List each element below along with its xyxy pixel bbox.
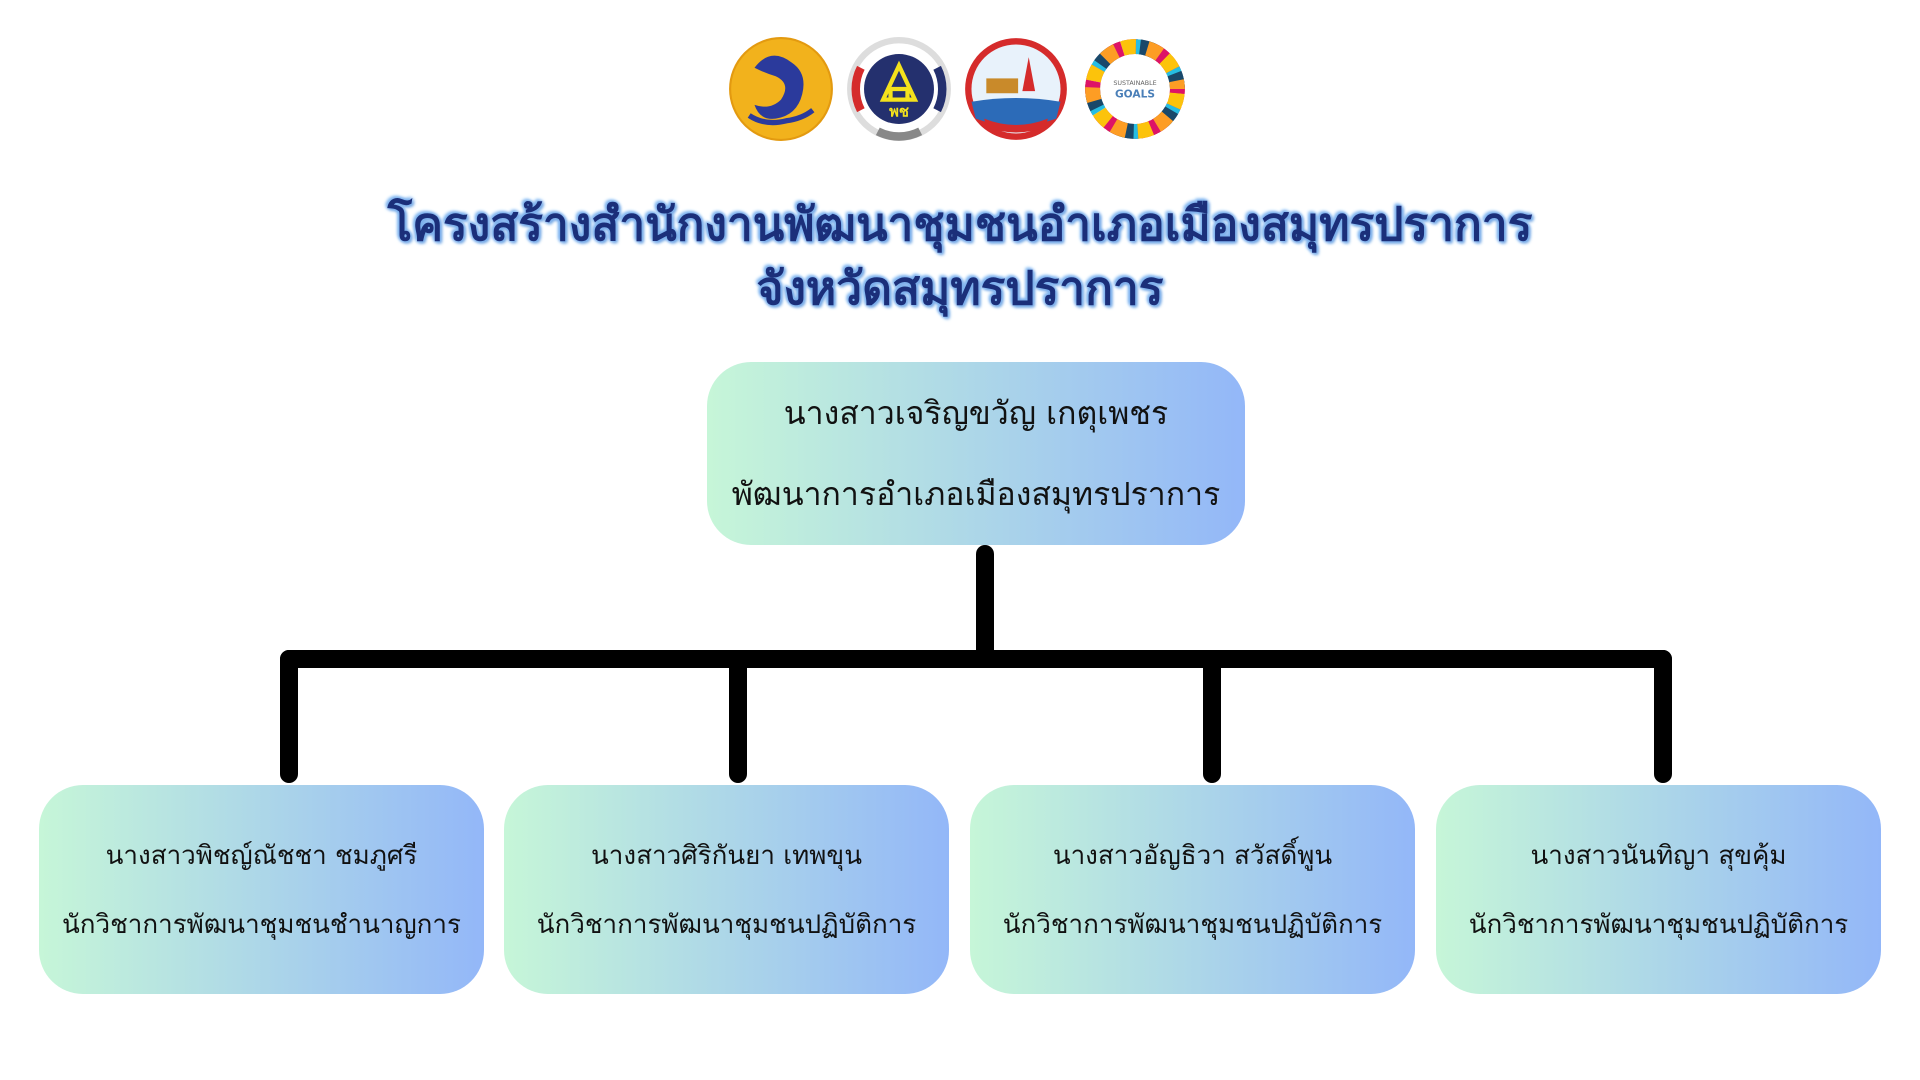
svg-text:พช: พช: [889, 104, 909, 121]
staff-node: นางสาวอัญธิวา สวัสดิ์พูน นักวิชาการพัฒนา…: [970, 785, 1415, 994]
staff-role: นักวิชาการพัฒนาชุมชนปฏิบัติการ: [1468, 909, 1849, 940]
connector-horizontal: [280, 650, 1672, 668]
connector-drop-2: [729, 650, 747, 783]
thai-ministry-interior-emblem-icon: [729, 37, 833, 141]
staff-name: นางสาวพิชญ์ณัชชา ชมภูศรี: [105, 840, 418, 871]
staff-role: นักวิชาการพัฒนาชุมชนปฏิบัติการ: [536, 909, 917, 940]
head-node: นางสาวเจริญขวัญ เกตุเพชร พัฒนาการอำเภอเม…: [707, 362, 1245, 545]
staff-name: นางสาวนันทิญา สุขคุ้ม: [1530, 840, 1787, 871]
connector-drop-3: [1203, 650, 1221, 783]
staff-role: นักวิชาการพัฒนาชุมชนปฏิบัติการ: [1002, 909, 1383, 940]
staff-name: นางสาวศิริกันยา เทพขุน: [591, 840, 862, 871]
staff-name: นางสาวอัญธิวา สวัสดิ์พูน: [1052, 840, 1333, 871]
staff-role: นักวิชาการพัฒนาชุมชนชำนาญการ: [62, 909, 461, 940]
samut-prakan-province-seal-icon: [965, 38, 1067, 140]
chart-title-line-1: โครงสร้างสำนักงานพัฒนาชุมชนอำเภอเมืองสมุ…: [387, 197, 1533, 251]
staff-node: นางสาวศิริกันยา เทพขุน นักวิชาการพัฒนาชุ…: [504, 785, 949, 994]
staff-node: นางสาวนันทิญา สุขคุ้ม นักวิชาการพัฒนาชุม…: [1436, 785, 1881, 994]
connector-drop-4: [1654, 650, 1672, 783]
svg-text:SUSTAINABLE: SUSTAINABLE: [1113, 80, 1156, 87]
head-role: พัฒนาการอำเภอเมืองสมุทรปราการ: [731, 474, 1221, 513]
sdg-wheel-logo-icon: SUSTAINABLE GOALS: [1085, 39, 1185, 139]
head-name: นางสาวเจริญขวัญ เกตุเพชร: [783, 393, 1169, 432]
connector-trunk: [976, 545, 994, 663]
svg-text:GOALS: GOALS: [1115, 88, 1155, 100]
staff-node: นางสาวพิชญ์ณัชชา ชมภูศรี นักวิชาการพัฒนา…: [39, 785, 484, 994]
connector-drop-1: [280, 650, 298, 783]
community-development-department-emblem-icon: พช: [847, 37, 951, 141]
chart-title-line-2: จังหวัดสมุทรปราการ: [756, 261, 1164, 315]
